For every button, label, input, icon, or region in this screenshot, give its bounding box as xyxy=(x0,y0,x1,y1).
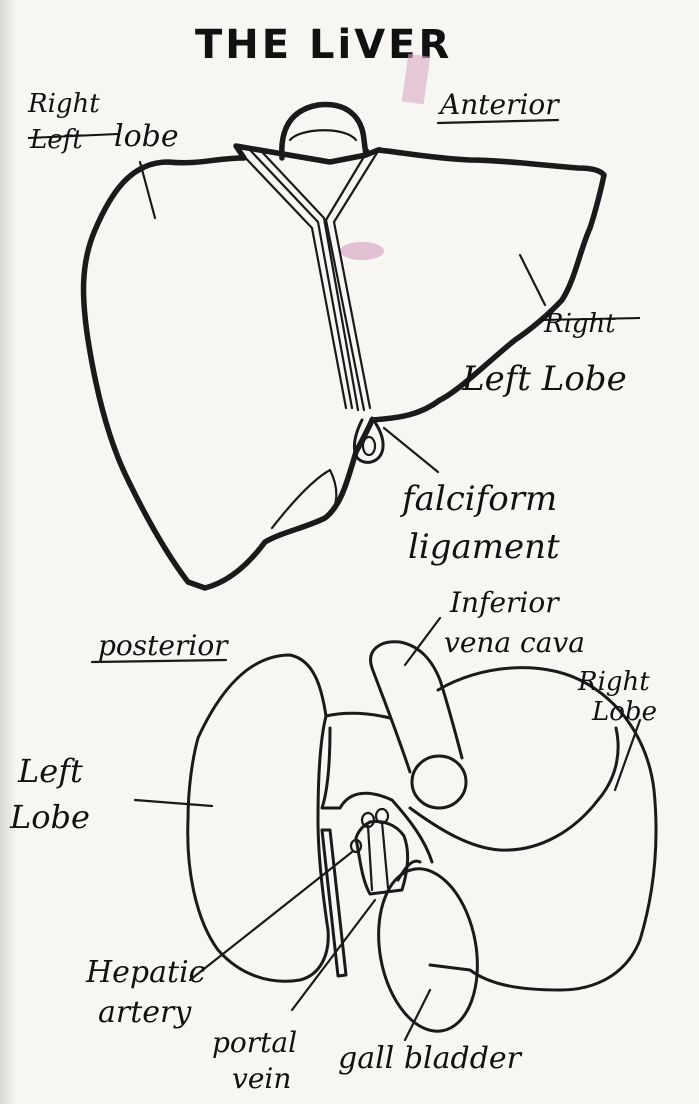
anterior-ivc-rim xyxy=(288,129,358,142)
notebook-page-edge xyxy=(0,0,16,1104)
falciform-band-left-outer xyxy=(236,148,348,410)
posterior-left-lobe-outline xyxy=(186,653,330,983)
label-right-lobe-top-line2: lobe xyxy=(114,119,179,154)
hilum-line-1 xyxy=(366,824,374,892)
falciform-band-right-outer xyxy=(332,146,382,410)
anterior-heading: Anterior xyxy=(437,88,560,121)
anterior-liver xyxy=(80,101,607,591)
leader-left-lobe xyxy=(518,253,547,307)
label-portal-line2: vein xyxy=(232,1062,291,1095)
portal-hilum xyxy=(354,820,410,896)
label-left-lobe-posterior-line2: Lobe xyxy=(9,798,90,836)
leader-hepatic-artery xyxy=(188,850,354,982)
strikethrough-left xyxy=(27,133,119,139)
label-left-lobe-posterior-line1: Left xyxy=(17,752,83,790)
anterior-underline xyxy=(436,118,560,125)
hilum-vessel-1 xyxy=(360,811,376,829)
ink-smudge xyxy=(340,242,384,260)
posterior-ivc-tube xyxy=(369,640,464,760)
posterior-heading: posterior xyxy=(98,629,229,662)
falciform-band-right-inner xyxy=(324,148,370,412)
hepatic-artery-tube xyxy=(320,828,348,978)
ligamentum-teres xyxy=(352,416,385,464)
gallbladder-neck xyxy=(396,859,422,882)
posterior-ivc-tube-left xyxy=(370,666,412,774)
ink-smudge xyxy=(401,53,431,105)
leader-ivc xyxy=(403,616,442,667)
label-hepatic-line2: artery xyxy=(98,995,192,1030)
label-ivc-line1: Inferior xyxy=(449,586,560,619)
label-right-lobe-top-line1: Right xyxy=(27,89,100,119)
anterior-gallbladder-tip xyxy=(270,468,338,530)
posterior-underline xyxy=(90,658,228,664)
leader-falciform xyxy=(382,426,440,474)
falciform-band-left-mid xyxy=(248,148,354,410)
posterior-gallbladder xyxy=(377,867,479,1033)
posterior-right-lobe-outline xyxy=(428,666,658,992)
leader-left-lobe-posterior xyxy=(133,798,214,808)
posterior-fissure xyxy=(408,726,620,852)
leader-gall-bladder xyxy=(403,988,432,1042)
label-right-lobe-posterior-line2: Lobe xyxy=(591,697,657,727)
falciform-band-left-inner xyxy=(260,150,360,412)
hilum-line-2 xyxy=(380,820,390,890)
posterior-ivc-opening xyxy=(410,754,468,810)
ligament-notch xyxy=(361,435,377,457)
strikethrough-right xyxy=(539,317,641,321)
leader-right-lobe-top xyxy=(138,160,157,220)
posterior-caudate-lobe xyxy=(320,726,434,864)
label-left-lobe-anterior: Left Lobe xyxy=(461,359,627,399)
label-right-lobe-posterior-line1: Right xyxy=(577,667,650,697)
label-falciform-line1: falciform xyxy=(399,479,557,519)
posterior-caudate-top xyxy=(324,711,392,720)
page-title: THE LiVER xyxy=(195,22,452,68)
hilum-vessel-3 xyxy=(349,838,363,854)
label-portal-line1: portal xyxy=(212,1026,297,1059)
leader-portal-vein xyxy=(290,898,377,1012)
label-falciform-line2: ligament xyxy=(408,527,560,567)
leader-right-lobe-posterior xyxy=(613,718,642,792)
label-gall-bladder: gall bladder xyxy=(338,1041,523,1076)
posterior-liver xyxy=(186,640,658,1033)
label-ivc-line2: vena cava xyxy=(444,626,585,659)
label-struck-right: Right xyxy=(543,309,616,339)
anterior-ivc-top xyxy=(279,101,369,161)
label-right-lobe-top-struck: Left xyxy=(29,125,83,155)
label-hepatic-line1: Hepatic xyxy=(85,955,206,990)
